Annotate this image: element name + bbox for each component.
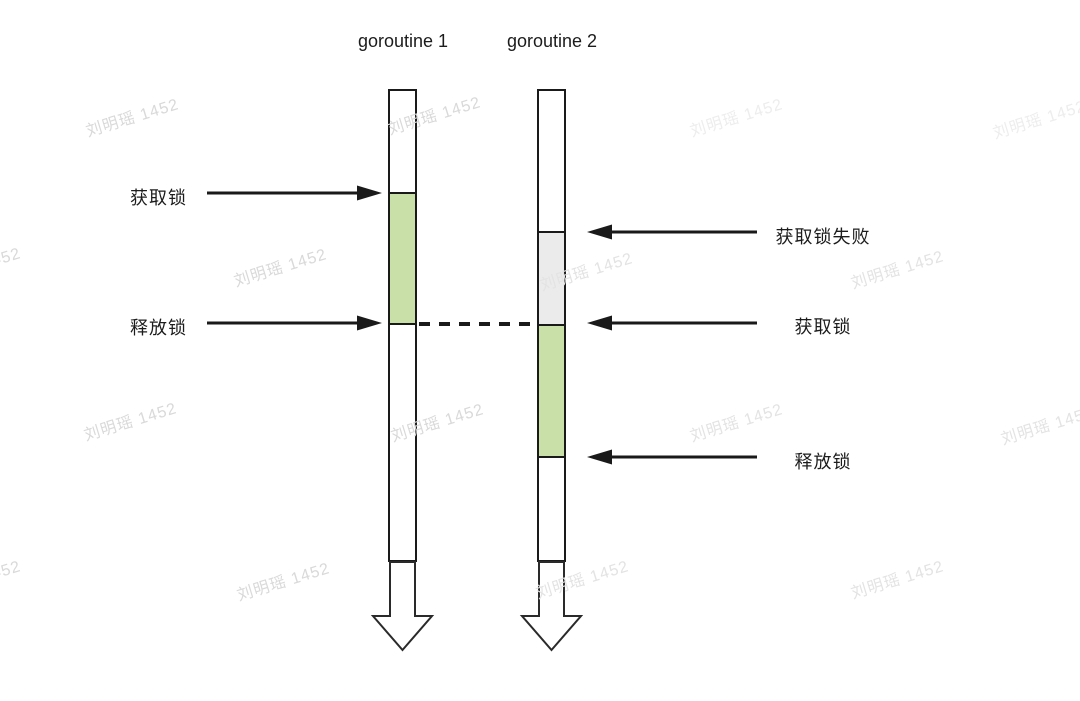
label-g2-release-lock: 释放锁 — [794, 452, 852, 472]
arrow-right-release-lock — [587, 449, 757, 465]
label-g1-acquire-lock: 获取锁 — [130, 188, 187, 208]
arrow-left-release-lock — [207, 315, 382, 331]
goroutine2-lock-held-segment — [537, 324, 566, 458]
arrow-left-acquire-lock — [207, 185, 382, 201]
label-g2-acquire-failed: 获取锁失败 — [775, 227, 871, 247]
goroutine2-timeline-arrow — [519, 561, 584, 652]
label-g1-release-lock: 释放锁 — [130, 318, 187, 338]
goroutine2-title: goroutine 2 — [506, 31, 598, 51]
arrow-right-acquire-failed — [587, 224, 757, 240]
goroutine1-title: goroutine 1 — [357, 31, 449, 51]
label-g2-acquire-lock: 获取锁 — [794, 317, 852, 337]
goroutine2-blocked-segment — [537, 231, 566, 326]
arrow-right-acquire-lock — [587, 315, 757, 331]
goroutine1-timeline-arrow — [370, 561, 435, 652]
goroutine1-lock-held-segment — [388, 192, 417, 325]
goroutine1-lifeline-bar — [388, 89, 417, 562]
